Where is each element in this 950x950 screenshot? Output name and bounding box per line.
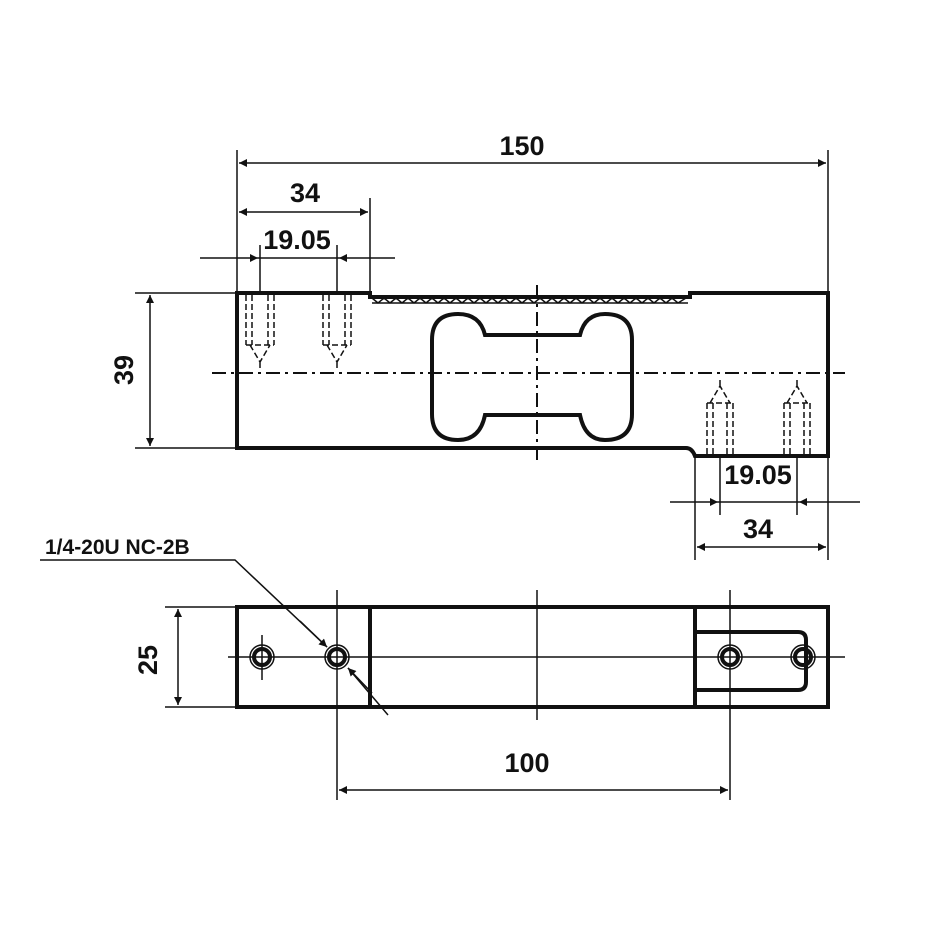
threaded-holes-left [245, 295, 352, 368]
dim-width: 25 [133, 645, 163, 675]
body-outline [235, 291, 830, 458]
side-view: 150 34 19.05 39 19.05 34 [109, 131, 860, 560]
dim-overall-length: 150 [499, 131, 544, 161]
dim-mount-hole-spacing: 100 [504, 748, 549, 778]
centerlines [228, 590, 845, 800]
dim-bottom-right-hole-spacing: 19.05 [724, 460, 792, 490]
mount-holes [249, 644, 816, 670]
leader-arrow [347, 667, 373, 694]
bending-beam-cutout [430, 311, 634, 443]
cable-slot [697, 630, 808, 692]
dim-top-left-hole-spacing: 19.05 [263, 225, 331, 255]
threaded-holes-right [706, 380, 811, 454]
top-view: 25 100 1/4-20U NC-2B [40, 536, 845, 800]
thread-callout: 1/4-20U NC-2B [45, 536, 190, 559]
thread-leader-line [40, 559, 389, 716]
dim-bottom-right-block: 34 [743, 514, 773, 544]
groove-hatch [371, 297, 688, 304]
leader-arrow [299, 620, 328, 648]
dim-height: 39 [109, 355, 139, 385]
extension-lines [135, 150, 829, 560]
dim-top-left-block: 34 [290, 178, 320, 208]
extension-lines [165, 606, 237, 708]
